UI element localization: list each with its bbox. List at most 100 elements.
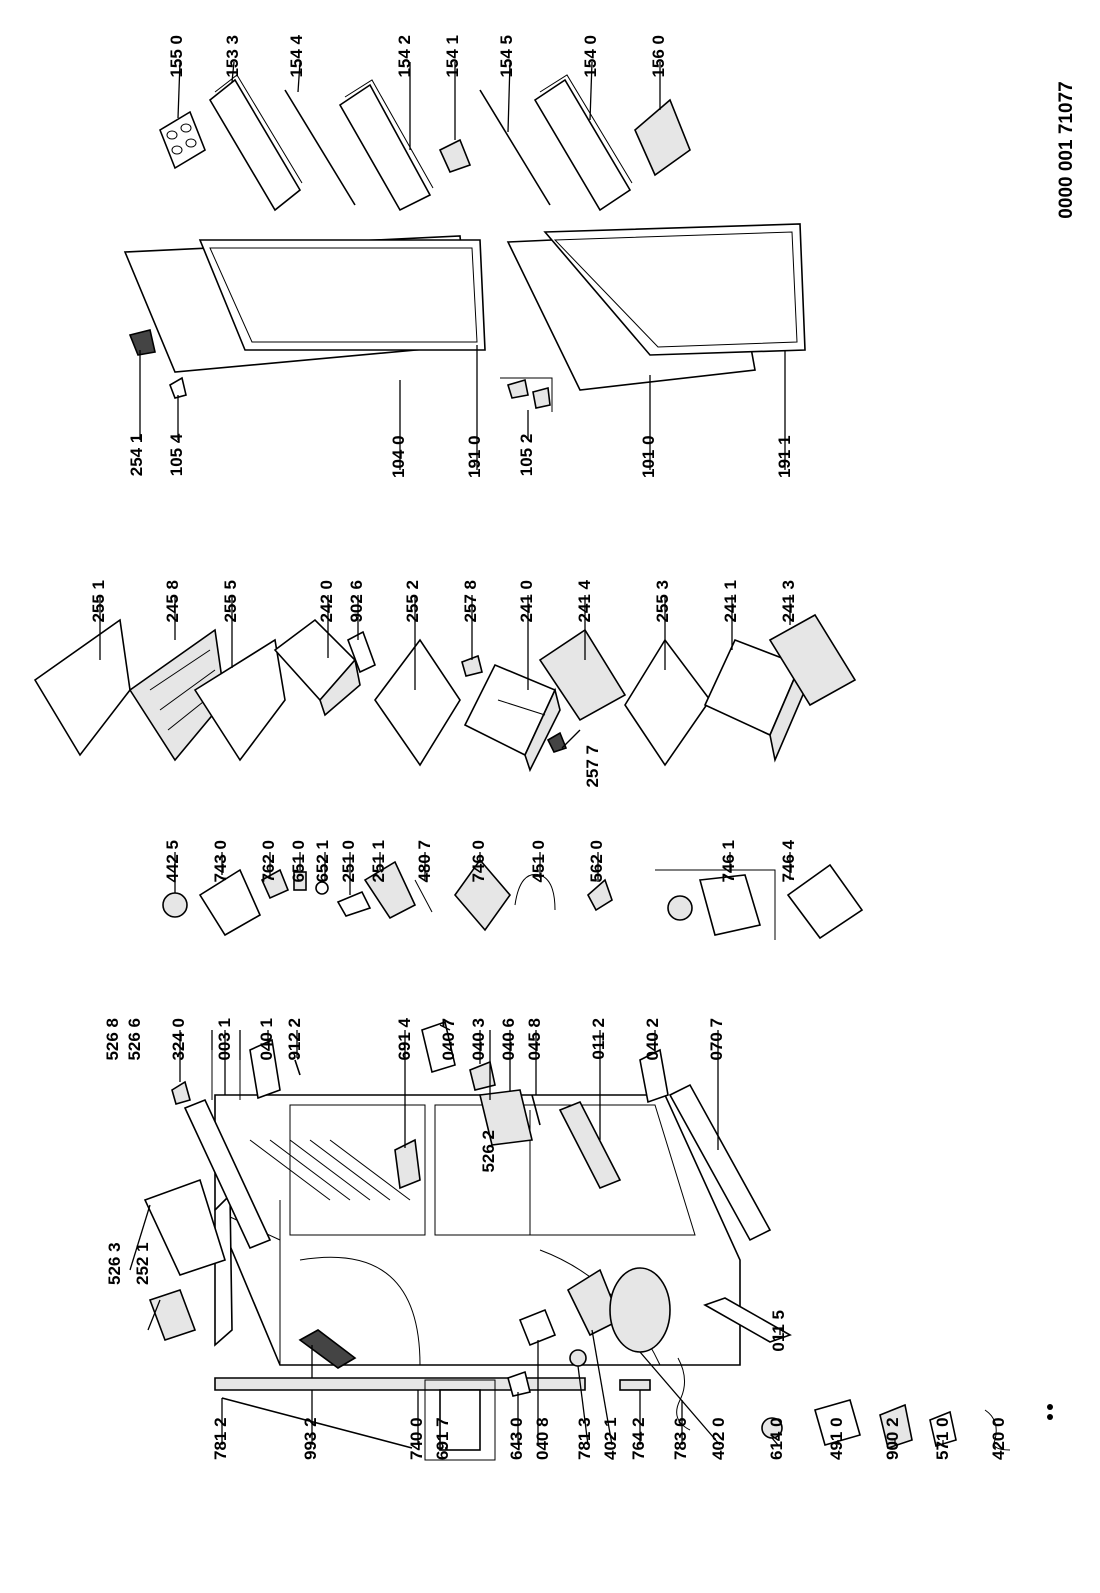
- ice-cube-tray: [634, 62, 691, 177]
- control-panel-top: [129, 1178, 226, 1276]
- light-panel: [147, 1288, 197, 1342]
- callout-label: 900 2: [883, 1417, 902, 1460]
- callout-label: 781 2: [211, 1417, 230, 1460]
- evaporator-fan-unit: [453, 852, 512, 932]
- callout-label: 442 5: [163, 840, 182, 883]
- door-handle: [298, 1329, 357, 1445]
- callout-label: 242 0: [317, 580, 336, 623]
- drier-filter: [619, 1379, 651, 1445]
- callout-label: 526 2: [479, 1130, 498, 1173]
- control-housing: [198, 852, 262, 937]
- callout-label: 743 0: [211, 840, 230, 883]
- top-cover-strip: [183, 1030, 272, 1250]
- callout-label: 571 0: [933, 1417, 952, 1460]
- condenser: [214, 1377, 586, 1445]
- power-cord: [984, 1409, 1011, 1451]
- thermostat-knob: [162, 852, 188, 918]
- callout-label: 154 5: [497, 35, 516, 78]
- bottle-rack: [394, 1030, 421, 1190]
- drain-pan-part: [586, 852, 613, 912]
- callout-label: 902 6: [347, 580, 366, 623]
- rear-support-strip: [703, 1297, 792, 1343]
- door-bin-middle: [338, 62, 434, 212]
- callout-label: 040 2: [643, 1018, 662, 1061]
- top-hinge-cover: [171, 1030, 191, 1105]
- callout-label: 191 1: [775, 435, 794, 478]
- callout-label: 652 1: [313, 840, 332, 883]
- control-board: [260, 852, 290, 900]
- lamp-holder: [293, 852, 307, 891]
- callout-label: 491 0: [827, 1417, 846, 1460]
- freezer-drawer-upper: [463, 595, 561, 773]
- callout-label: 191 0: [465, 435, 484, 478]
- middle-hinge-block: [421, 1020, 456, 1074]
- callout-label: 040 7: [439, 1018, 458, 1061]
- callout-label: 154 2: [395, 35, 414, 78]
- evaporator-tray: [518, 1308, 557, 1445]
- callout-label: 011 5: [769, 1310, 788, 1352]
- glass-shelf-top: [33, 595, 131, 757]
- callout-label: 245 8: [163, 580, 182, 623]
- callout-label: 040 1: [257, 1018, 276, 1061]
- callout-label: 764 2: [629, 1417, 648, 1460]
- callout-label: 480 7: [415, 840, 434, 883]
- callout-label: 451 0: [529, 840, 548, 883]
- hinge-screw: [294, 1030, 301, 1076]
- drain-channel: [479, 1030, 533, 1146]
- middle-hinge: [469, 1030, 496, 1091]
- sensor-wire: [414, 852, 433, 913]
- callout-label: 783 6: [671, 1417, 690, 1460]
- egg-tray: [159, 61, 206, 170]
- fridge-door-gasket: [209, 247, 478, 470]
- callout-label: 526 3: [105, 1242, 124, 1285]
- callout-label: 251 1: [369, 840, 388, 883]
- electrical-box: [814, 1399, 861, 1446]
- freezer-fan-assembly: [655, 852, 776, 940]
- callout-label: 252 1: [133, 1242, 152, 1285]
- callout-label: 011 2: [589, 1018, 608, 1060]
- callout-label: 045 8: [525, 1018, 544, 1061]
- door-handle-cap: [128, 329, 156, 440]
- defrost-heater: [514, 852, 556, 911]
- shelf-strip: [347, 595, 377, 674]
- callout-label: 781 3: [575, 1417, 594, 1460]
- door-hinge-cover: [169, 376, 187, 440]
- callout-label: 156 0: [649, 35, 668, 78]
- power-cord-holder: [929, 1410, 957, 1448]
- capillary-tube: [676, 1357, 691, 1445]
- drawer-flap-2: [768, 595, 857, 707]
- callout-label: 040 3: [469, 1018, 488, 1061]
- hinge-pin: [531, 1030, 541, 1126]
- callout-label: 251 0: [339, 840, 358, 883]
- glass-plate-1: [193, 595, 286, 762]
- callout-label: 104 0: [389, 435, 408, 478]
- wiring-harness: [879, 1403, 913, 1450]
- callout-label: 526 8: [103, 1018, 122, 1061]
- lamp-label: [336, 852, 372, 917]
- condenser-rod: [221, 1397, 413, 1449]
- drawer-flap-1: [538, 595, 627, 722]
- callout-label: 740 0: [407, 1417, 426, 1460]
- door-bin-upper: [208, 61, 303, 212]
- callout-label: 255 5: [221, 580, 240, 623]
- callout-label: 040 8: [533, 1417, 552, 1460]
- compressor: [609, 1267, 721, 1446]
- callout-label: 746 0: [469, 840, 488, 883]
- start-relay: [761, 1417, 783, 1446]
- cabinet-shelf-supports: [249, 1139, 411, 1201]
- callout-label: 255 2: [403, 580, 422, 623]
- lamp-switch: [315, 852, 329, 895]
- fan-cover-panel: [786, 852, 864, 940]
- callout-label: 101 0: [639, 435, 658, 478]
- callout-label: 691 7: [433, 1417, 452, 1460]
- callout-label: 241 3: [779, 580, 798, 623]
- callout-label: 324 0: [169, 1018, 188, 1061]
- glass-plate-2: [374, 595, 461, 767]
- drawer-stop: [546, 729, 581, 753]
- callout-label: 257 7: [583, 745, 602, 788]
- callout-label: 993 2: [301, 1417, 320, 1460]
- fridge-door: [123, 235, 486, 470]
- relay-cover: [507, 1370, 531, 1445]
- callout-label: 691 4: [395, 1017, 414, 1060]
